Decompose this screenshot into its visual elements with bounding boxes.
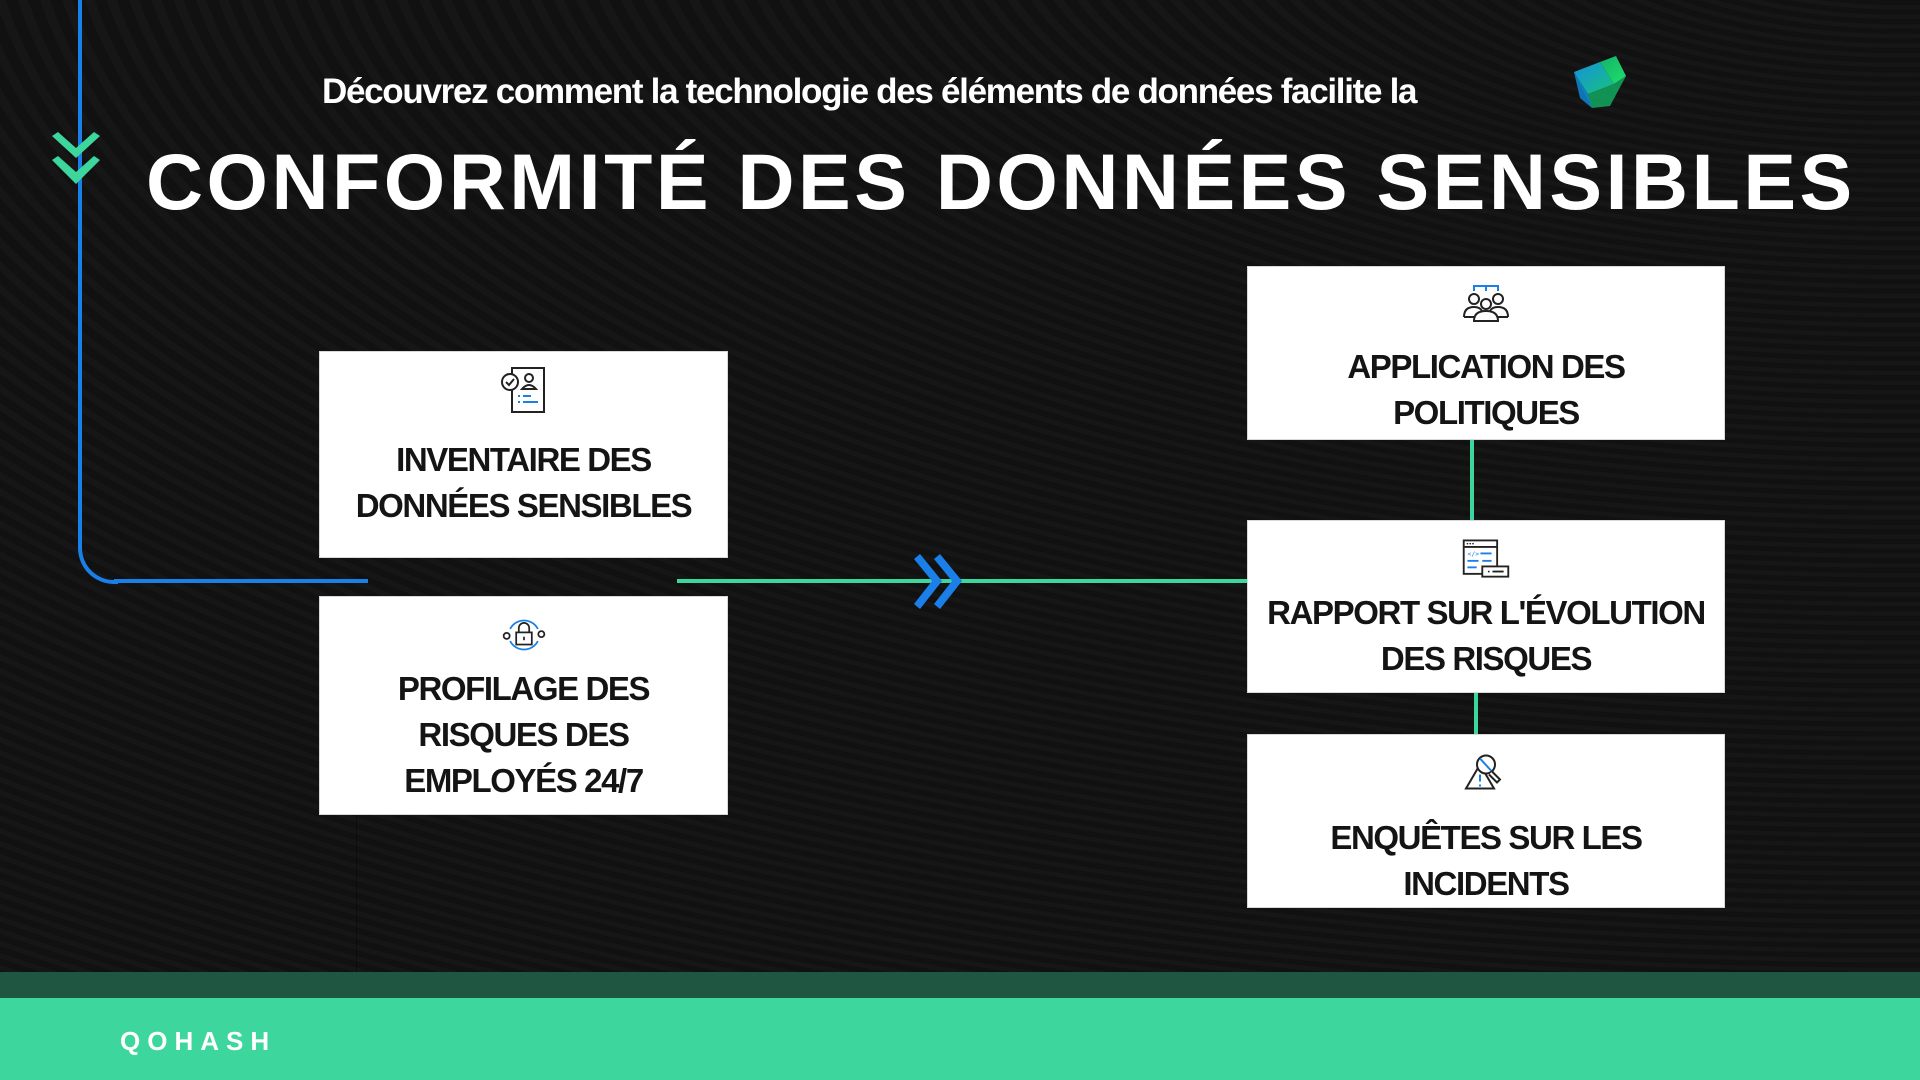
green-vertical-connector-2: [1474, 693, 1478, 734]
svg-text:</>: </>: [1467, 550, 1479, 558]
card-inventaire: INVENTAIRE DES DONNÉES SENSIBLES: [319, 351, 728, 558]
card-label: INVENTAIRE DES DONNÉES SENSIBLES: [355, 437, 693, 529]
card-label-line: RISQUES DES: [418, 716, 630, 753]
card-label-line: DES RISQUES: [1380, 640, 1593, 677]
double-chevron-down-icon: [52, 132, 100, 184]
code-window-report-icon: </>: [1462, 539, 1510, 578]
subtitle: Découvrez comment la technologie des élé…: [322, 72, 1417, 111]
lock-cycle-icon: [502, 619, 545, 651]
warning-magnifier-icon: [1464, 754, 1502, 790]
card-label-line: EMPLOYÉS 24/7: [404, 762, 644, 799]
card-enquetes-incidents: ENQUÊTES SUR LES INCIDENTS: [1247, 734, 1725, 908]
page-title: CONFORMITÉ DES DONNÉES SENSIBLES: [146, 137, 1856, 226]
blue-vertical-connector: [78, 0, 82, 546]
green-horizontal-connector: [677, 579, 1249, 583]
card-label: PROFILAGE DES RISQUES DES EMPLOYÉS 24/7: [397, 666, 651, 804]
card-application-politiques: APPLICATION DES POLITIQUES: [1247, 266, 1725, 440]
card-label-line: RAPPORT SUR L'ÉVOLUTION: [1267, 594, 1706, 631]
card-label: APPLICATION DES POLITIQUES: [1347, 344, 1626, 436]
double-chevron-right-icon: [914, 554, 962, 609]
card-label-line: DONNÉES SENSIBLES: [355, 487, 693, 524]
data-cube-icon: [1574, 56, 1626, 108]
document-profile-check-icon: [500, 367, 545, 413]
card-label-line: INVENTAIRE DES: [396, 441, 652, 478]
team-hierarchy-icon: [1463, 285, 1509, 322]
card-label: ENQUÊTES SUR LES INCIDENTS: [1330, 815, 1643, 907]
blue-horizontal-connector: [114, 579, 368, 583]
card-label-line: POLITIQUES: [1393, 394, 1580, 431]
card-label: RAPPORT SUR L'ÉVOLUTION DES RISQUES: [1267, 590, 1706, 682]
card-label-line: ENQUÊTES SUR LES: [1330, 819, 1643, 856]
card-label-line: INCIDENTS: [1403, 865, 1570, 902]
blue-corner-connector: [78, 544, 118, 584]
card-profilage: PROFILAGE DES RISQUES DES EMPLOYÉS 24/7: [319, 596, 728, 815]
brand-logo: QOHASH: [120, 1026, 277, 1056]
green-vertical-connector-1: [1470, 440, 1474, 520]
card-label-line: APPLICATION DES: [1347, 348, 1626, 385]
card-rapport-risques: </> RAPPORT SUR L'ÉVOLUTION DES RISQUES: [1247, 520, 1725, 693]
footer-dark-band: [0, 972, 1920, 998]
card-label-line: PROFILAGE DES: [397, 670, 651, 707]
faint-divider-line: [356, 815, 357, 998]
footer-band: [0, 998, 1920, 1080]
